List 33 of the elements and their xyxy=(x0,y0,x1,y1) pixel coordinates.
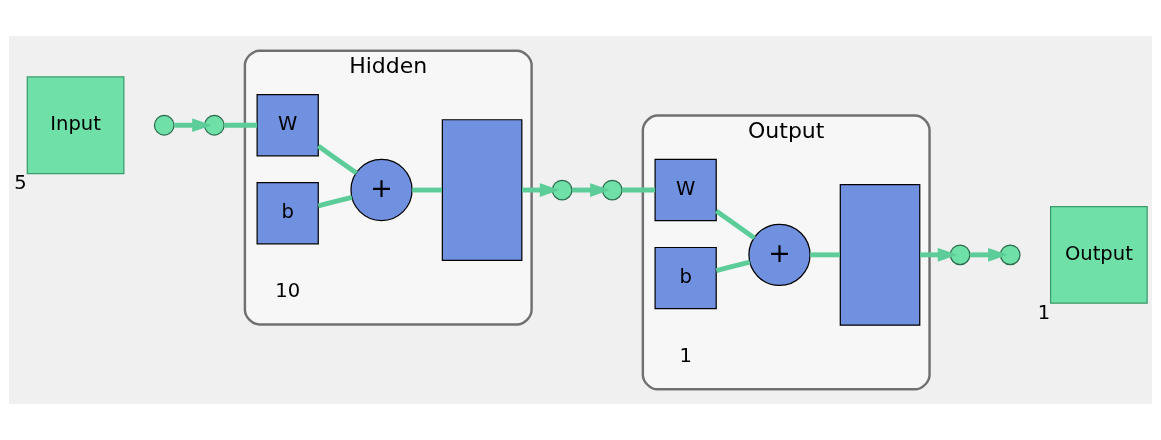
node-box: Output xyxy=(1049,205,1148,304)
node-box xyxy=(839,183,921,326)
node-box: Input xyxy=(26,76,125,175)
connector xyxy=(715,259,751,273)
node-circle xyxy=(601,179,623,201)
node-label: 1 xyxy=(679,344,692,368)
node-box: W xyxy=(256,94,319,157)
node-circle xyxy=(999,244,1021,266)
node-label: 5 xyxy=(14,171,27,195)
arrow xyxy=(572,183,610,197)
node-circle: + xyxy=(350,158,413,222)
node-box: W xyxy=(654,158,717,222)
node-box: b xyxy=(654,246,717,310)
arrow xyxy=(920,247,958,262)
arrow xyxy=(970,247,1008,262)
node-label: 10 xyxy=(275,279,301,303)
connector xyxy=(810,252,840,258)
connector xyxy=(224,122,258,128)
node-circle: + xyxy=(748,223,811,287)
connector xyxy=(412,187,442,193)
connector xyxy=(622,187,656,193)
connector xyxy=(714,208,756,240)
arrow xyxy=(522,183,560,197)
node-box: b xyxy=(256,182,319,245)
node-circle xyxy=(153,114,175,136)
node-circle xyxy=(949,244,971,266)
connector xyxy=(317,194,353,209)
node-circle xyxy=(551,179,573,201)
node-label: 1 xyxy=(1037,300,1051,324)
node-circle xyxy=(203,114,225,136)
node-box xyxy=(441,119,523,261)
connector xyxy=(316,144,358,176)
arrow xyxy=(174,118,212,133)
